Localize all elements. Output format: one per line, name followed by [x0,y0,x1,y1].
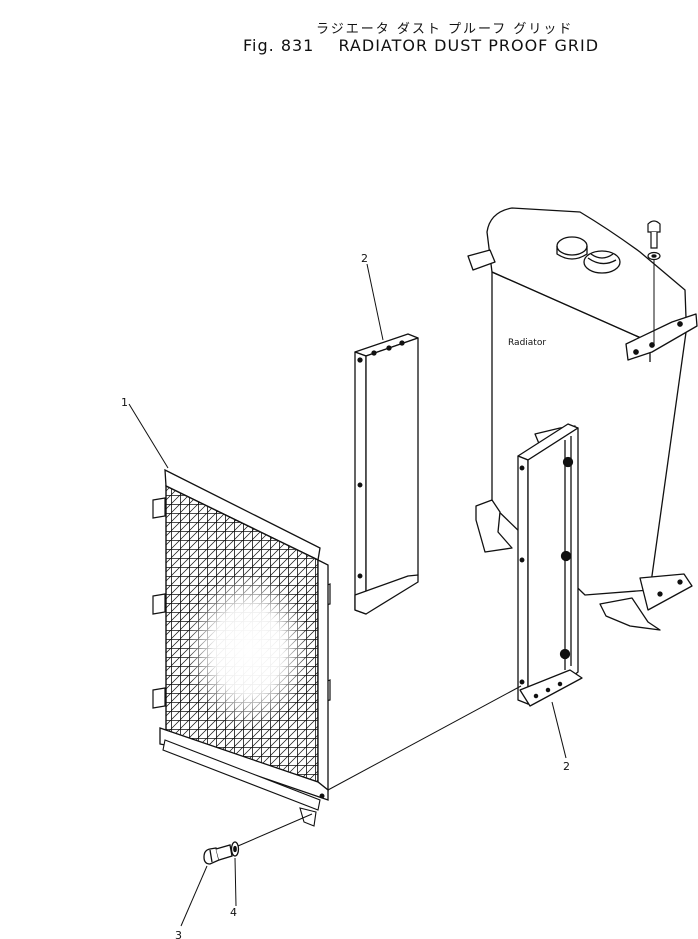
figure-number: Fig. 831 [243,36,315,55]
leader-line-bolt [180,865,208,927]
bolt [203,844,233,865]
callout-2-right: 2 [563,760,570,773]
figure-title-japanese: ラジエータ ダスト プルーフ グリッド [316,22,574,37]
leader-line-bracket-right [551,701,567,759]
radiator-top-bolt [647,220,661,261]
callout-1: 1 [121,396,128,409]
side-bracket-left [354,333,419,615]
washer [230,841,240,857]
radiator [467,207,698,631]
leader-line-washer [234,857,237,907]
side-bracket-right [517,423,583,707]
callout-2-left: 2 [361,252,368,265]
radiator-label: Radiator [508,338,546,348]
leader-line-grid [128,403,169,469]
figure-title-english: RADIATOR DUST PROOF GRID [338,36,600,55]
assembly-line-grid-to-bracket [327,685,522,791]
assembly-line-bolt-to-grid [237,813,313,847]
dust-proof-grid [152,468,331,827]
callout-4: 4 [230,906,237,919]
leader-line-bracket-left [366,263,384,341]
callout-3: 3 [175,929,182,939]
figure-title: Fig. 831 RADIATOR DUST PROOF GRID [243,36,599,55]
